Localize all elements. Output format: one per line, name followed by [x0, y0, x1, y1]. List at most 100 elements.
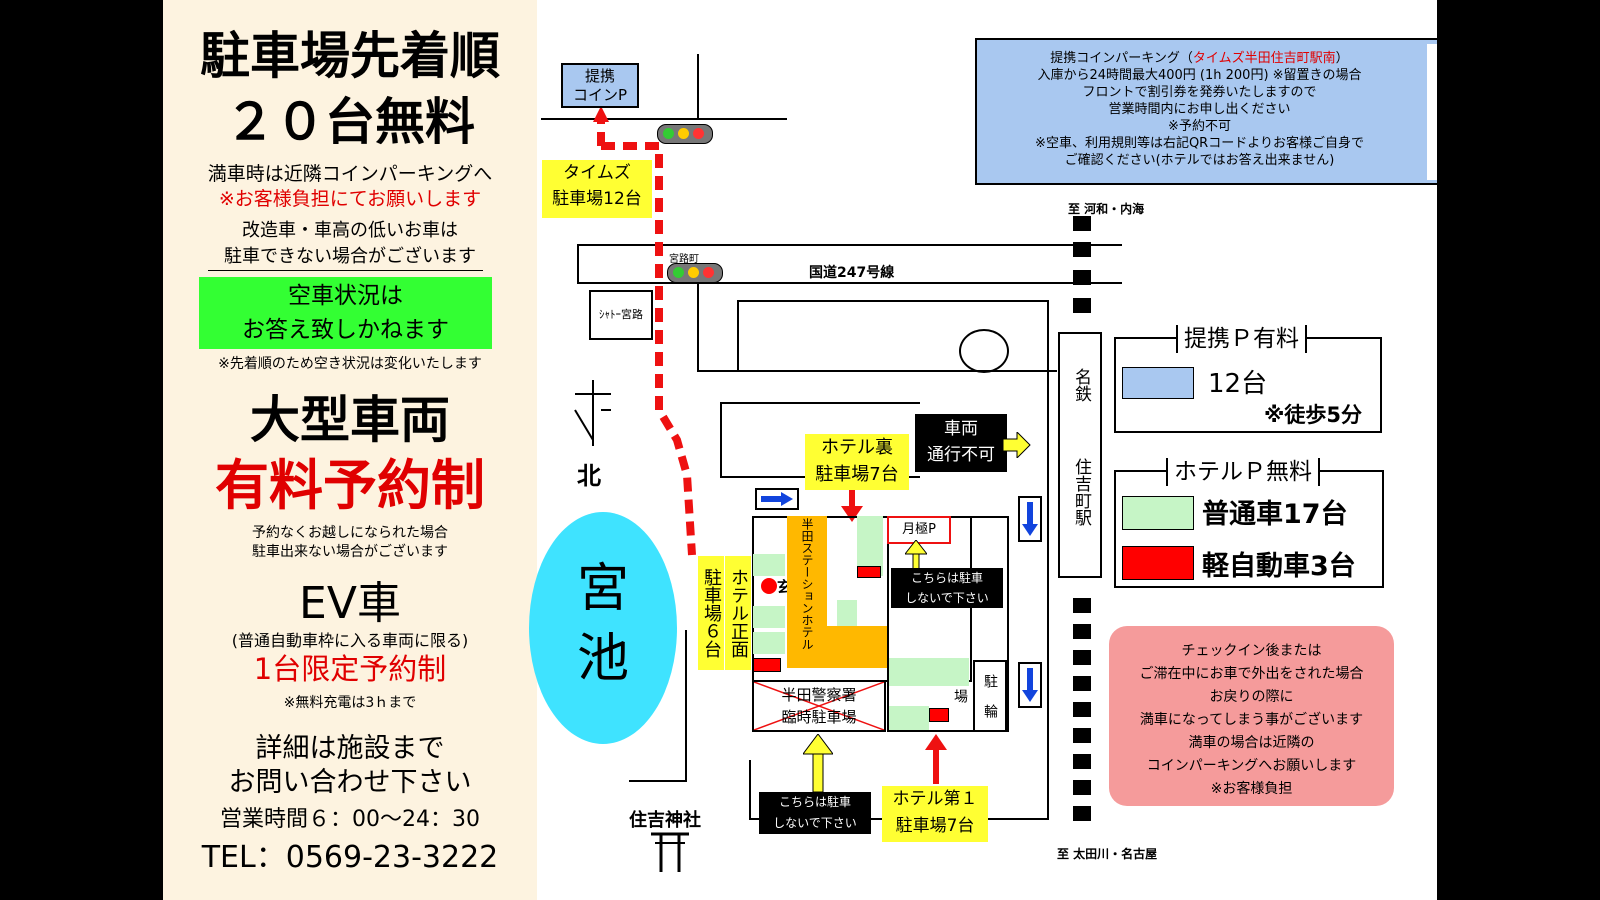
road-line	[577, 244, 579, 284]
railway-segment	[1073, 780, 1091, 795]
miya-pond: 宮 池	[529, 512, 677, 744]
railway-segment	[1073, 650, 1091, 665]
road-line	[697, 282, 699, 372]
large-note1: 予約なくお越しになられた場合	[252, 525, 448, 541]
road-line	[685, 630, 687, 780]
kei-car-stall	[929, 708, 949, 722]
partner-legend-swatch	[1122, 367, 1194, 399]
checkin-line2: ご滞在中にお車で外出をされた場合	[1139, 666, 1364, 682]
arrow-up-icon	[905, 540, 927, 570]
kei-legend-label: 軽自動車3台	[1202, 551, 1356, 582]
railway-segment	[1073, 806, 1091, 821]
meitetsu-label: 名鉄	[1071, 368, 1091, 402]
large-vehicle-title: 大型車両	[250, 391, 450, 449]
times-parking-label: タイムズ 駐車場12台	[542, 160, 652, 218]
checkin-line3: お戻りの際に	[1209, 689, 1294, 705]
road-line	[720, 402, 920, 404]
modified-car-line1: 改造車・車高の低いお車は	[242, 220, 458, 241]
road-line	[629, 780, 687, 782]
north-label: 北	[577, 462, 601, 490]
modified-car-line2: 駐車できない場合がございます	[224, 246, 476, 267]
torii-icon	[651, 832, 689, 872]
railway-segment	[1073, 624, 1091, 639]
police-lot-label: 半田警察署 臨時駐車場	[781, 686, 857, 726]
partner-parking-info-box: 提携コインパーキング（タイムズ半田住吉町駅南） 入庫から24時間最大400円 (…	[975, 38, 1437, 185]
info-line2: 入庫から24時間最大400円 (1h 200円) ※留置きの場合	[1037, 68, 1362, 83]
police-temporary-lot: 半田警察署 臨時駐車場	[752, 680, 886, 732]
railway-segment	[1073, 270, 1091, 285]
partner-coin-parking: 提携 コインP	[561, 63, 639, 108]
info-line1: 提携コインパーキング（タイムズ半田住吉町駅南）	[1050, 51, 1349, 66]
normal-car-stall	[837, 600, 857, 626]
info-line5: ※予約不可	[1168, 119, 1231, 134]
road-line	[720, 402, 722, 477]
business-hours: 営業時間６：00～24：30	[220, 807, 480, 832]
checkin-line7: ※お客様負担	[1210, 781, 1293, 797]
hotel-parking-legend: ホテルＰ無料 普通車17台 軽自動車3台	[1114, 458, 1384, 588]
normal-car-stall	[889, 706, 929, 730]
road-line	[1047, 300, 1049, 820]
hotel-front-label: ホテル正面	[725, 556, 751, 670]
ev-subtitle: (普通自動車枠に入る車両に限る)	[231, 631, 469, 650]
railway-segment	[1073, 298, 1091, 313]
normal-car-stall	[753, 606, 785, 628]
chateau-miyaji-building: ｼｬﾄｰ宮路	[589, 290, 653, 340]
sumiyoshicho-station: 名鉄 住吉町駅	[1058, 332, 1102, 578]
shrine-label: 住吉神社	[629, 810, 701, 831]
normal-legend-swatch	[1122, 496, 1194, 530]
road-line	[697, 370, 1057, 372]
railway-segment	[1073, 242, 1091, 257]
partner-parking-legend: 提携Ｐ有料 12台 ※徒歩5分	[1114, 325, 1382, 433]
railway-segment	[1073, 598, 1091, 613]
road-line	[577, 244, 1122, 246]
hotel-name: 半田ステーションホテル	[800, 518, 814, 650]
info-line6: ※空車、利用規則等は右記QRコードよりお客様ご自身で	[1035, 136, 1364, 151]
parking-info-panel: 駐車場先着順 ２０台無料 満車時は近隣コインパーキングへ ※お客様負担にてお願い…	[163, 0, 537, 900]
kei-legend-swatch	[1122, 546, 1194, 580]
road-line	[697, 54, 699, 118]
arrow-down-icon	[1018, 496, 1042, 542]
customer-cost-note: ※お客様負担にてお願いします	[218, 188, 482, 210]
info-line7: ご確認ください(ホテルではお答え出来ません)	[1064, 153, 1335, 168]
info-line4: 営業時間内にお申し出ください	[1108, 102, 1291, 117]
checkin-notice: チェックイン後または ご滞在中にお車で外出をされた場合 お戻りの際に 満車になっ…	[1109, 626, 1394, 806]
bicycle-parking: 駐 輪 場	[952, 660, 1007, 732]
kei-car-stall	[857, 566, 881, 578]
large-vehicle-reserve: 有料予約制	[215, 454, 485, 517]
title-line2: ２０台無料	[225, 93, 475, 151]
railway-segment	[1073, 676, 1091, 691]
entrance-marker	[761, 578, 777, 594]
checkin-line4: 満車になってしまう事がございます	[1139, 712, 1364, 728]
vacancy-box: 空車状況は お答え致しかねます	[199, 277, 492, 349]
qr-code[interactable]	[1427, 44, 1437, 180]
telephone: TEL：0569-23-3222	[201, 840, 499, 875]
route-line	[593, 106, 696, 556]
full-note: 満車時は近隣コインパーキングへ	[207, 163, 493, 185]
traffic-light-icon	[667, 263, 723, 283]
no-vehicle-entry-label: 車両 通行不可	[915, 414, 1007, 472]
railway-segment	[1073, 728, 1091, 743]
arrow-right-icon	[755, 488, 799, 510]
road-line	[737, 300, 739, 370]
hotel-building-wing	[827, 626, 887, 668]
road-line	[541, 118, 787, 120]
railway-segment	[1073, 216, 1091, 231]
pond-label: 宮 池	[576, 559, 629, 689]
monthly-parking: 月極P	[887, 516, 951, 544]
hotel-first-parking-label: ホテル第１ 駐車場7台	[882, 786, 988, 842]
large-note2: 駐車出来ない場合がございます	[252, 544, 448, 560]
partner-legend-count: 12台	[1208, 369, 1268, 399]
ev-note: ※無料充電は3ｈまで	[283, 695, 417, 711]
hotel-back-parking-label: ホテル裏 駐車場7台	[805, 434, 909, 490]
info-line3: フロントで割引券を発券いたしますので	[1082, 85, 1317, 100]
railway-segment	[1073, 702, 1091, 717]
checkin-line5: 満車の場合は近隣の	[1188, 735, 1315, 751]
front-parking-count: 駐車場６台	[698, 556, 724, 670]
divider	[208, 270, 483, 271]
vacancy-line2: お答え致しかねます	[242, 317, 449, 343]
station-label: 住吉町駅	[1071, 458, 1091, 526]
traffic-light-icon	[657, 124, 713, 144]
roundabout	[959, 329, 1009, 373]
vacancy-line1: 空車状況は	[288, 283, 403, 309]
ev-title: EV車	[299, 578, 401, 629]
